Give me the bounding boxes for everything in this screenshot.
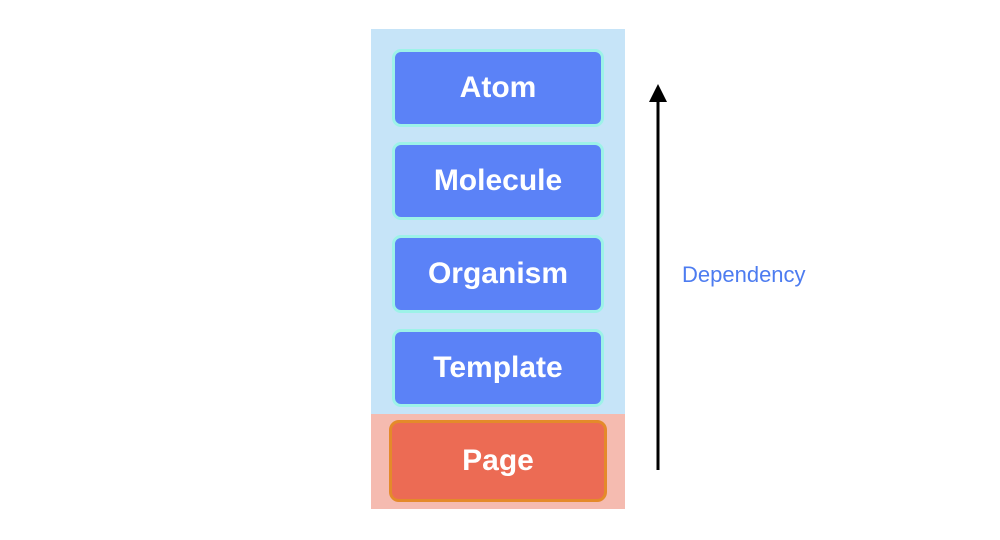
dependency-arrow xyxy=(649,84,667,470)
atom-box: Atom xyxy=(392,49,604,127)
template-box: Template xyxy=(392,329,604,407)
molecule-box: Molecule xyxy=(392,142,604,220)
page-box: Page xyxy=(389,420,607,502)
organism-box: Organism xyxy=(392,235,604,313)
dependency-label: Dependency xyxy=(682,262,806,287)
dependency-arrow-head xyxy=(649,84,667,102)
